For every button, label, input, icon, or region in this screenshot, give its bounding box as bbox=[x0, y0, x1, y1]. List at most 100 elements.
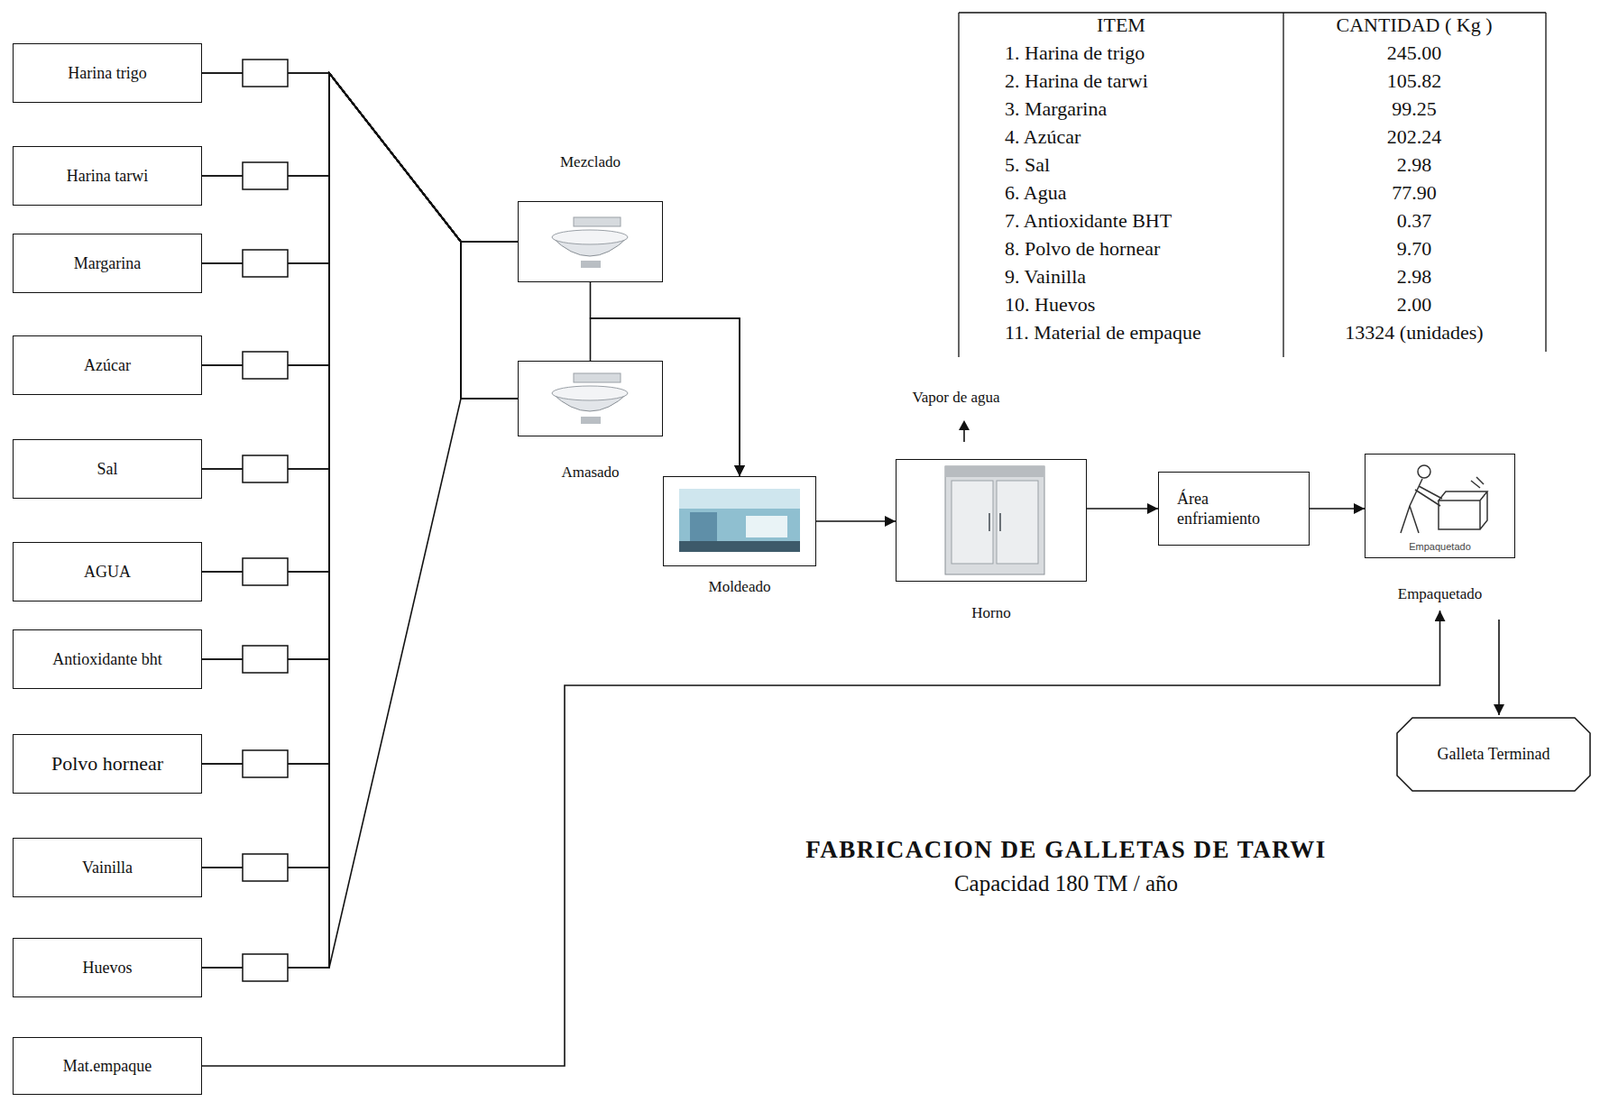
connector bbox=[202, 73, 518, 366]
input-box: Azúcar bbox=[12, 335, 203, 396]
note-label: Vapor de agua bbox=[911, 388, 1000, 407]
table-cell: 2. Harina de tarwi bbox=[1004, 69, 1149, 93]
table-cell: 77.90 bbox=[1391, 181, 1437, 205]
connector bbox=[202, 73, 518, 968]
oven-panel bbox=[945, 466, 1045, 478]
valve-box bbox=[242, 954, 288, 982]
input-label: Huevos bbox=[82, 958, 133, 978]
oven-door bbox=[996, 480, 1039, 564]
step-label: Moldeado bbox=[627, 578, 852, 597]
input-label: Azúcar bbox=[83, 356, 131, 376]
connector bbox=[202, 73, 518, 572]
input-box: Vainilla bbox=[12, 837, 203, 898]
package-marks bbox=[1471, 477, 1484, 488]
step-label: Empaquetado bbox=[1329, 585, 1551, 604]
input-label: Margarina bbox=[73, 254, 142, 274]
input-box: Mat.empaque bbox=[12, 1037, 203, 1095]
input-box: Polvo hornear bbox=[12, 734, 203, 794]
mixer-arm bbox=[573, 373, 621, 383]
table-cell: 3. Margarina bbox=[1004, 97, 1107, 121]
connector bbox=[202, 73, 518, 968]
table-cell: 245.00 bbox=[1387, 41, 1443, 65]
valve-box bbox=[242, 351, 288, 379]
table-cell: 9.70 bbox=[1397, 237, 1433, 261]
table-cell: 11. Material de empaque bbox=[1004, 321, 1202, 345]
connector bbox=[202, 73, 518, 660]
connector bbox=[1086, 507, 1159, 510]
process-box: Moldeado bbox=[662, 476, 817, 567]
table-cell: 0.37 bbox=[1397, 209, 1433, 233]
input-label: Vainilla bbox=[82, 858, 133, 878]
connector bbox=[202, 73, 518, 242]
oven-body bbox=[945, 466, 1045, 575]
octagon-shape bbox=[1397, 717, 1591, 791]
input-label: Harina trigo bbox=[67, 64, 147, 83]
connector bbox=[202, 73, 518, 660]
mixer-base bbox=[580, 260, 601, 268]
valve-box bbox=[242, 854, 288, 882]
step-label: Mezclado bbox=[482, 153, 699, 172]
plant-photo-ceiling bbox=[679, 488, 800, 509]
connector bbox=[202, 73, 518, 242]
plant-photo-floor bbox=[679, 541, 800, 552]
table-cell: 7. Antioxidante BHT bbox=[1004, 209, 1172, 233]
oven-handle bbox=[988, 513, 991, 532]
connector bbox=[202, 73, 518, 868]
plant-photo-machine bbox=[689, 512, 718, 543]
diagram-title: FABRICACION DE GALLETAS DE TARWI bbox=[805, 836, 1327, 865]
table-cell: 2.98 bbox=[1397, 153, 1433, 177]
table-header: ITEM bbox=[1096, 13, 1146, 37]
table-cell: 105.82 bbox=[1387, 69, 1443, 93]
table-cell: 2.98 bbox=[1397, 265, 1433, 289]
step-label: Amasado bbox=[482, 463, 699, 482]
process-label: Área enfriamiento bbox=[1177, 488, 1284, 530]
connector bbox=[202, 73, 518, 469]
input-label: Sal bbox=[96, 459, 118, 479]
connector bbox=[202, 73, 518, 764]
mixer-base bbox=[580, 416, 601, 424]
table-rule bbox=[1282, 12, 1284, 358]
input-box: Harina trigo bbox=[12, 43, 203, 103]
mixer-rim bbox=[551, 386, 628, 401]
terminal-octagon: Galleta Terminad bbox=[1396, 717, 1591, 792]
connector bbox=[1309, 507, 1365, 510]
table-rule bbox=[958, 11, 1546, 13]
connector bbox=[202, 73, 518, 264]
worker-head bbox=[1417, 465, 1431, 479]
process-box: Mezclado bbox=[517, 201, 663, 283]
table-header: CANTIDAD ( Kg ) bbox=[1336, 13, 1493, 37]
step-label: Horno bbox=[860, 604, 1122, 623]
oven-door bbox=[951, 480, 994, 564]
connector bbox=[1498, 619, 1500, 716]
table-cell: 4. Azúcar bbox=[1004, 125, 1081, 149]
process-box: Área enfriamiento bbox=[1158, 471, 1310, 546]
valve-box bbox=[242, 455, 288, 483]
process-box: Amasado bbox=[517, 360, 663, 437]
worker-body bbox=[1400, 478, 1443, 534]
input-label: AGUA bbox=[83, 562, 131, 582]
table-cell: 9. Vainilla bbox=[1004, 265, 1086, 289]
table-cell: 1. Harina de trigo bbox=[1004, 41, 1145, 65]
plant-photo-table bbox=[745, 515, 788, 538]
input-box: Harina tarwi bbox=[12, 146, 203, 206]
table-rule bbox=[957, 12, 959, 358]
table-cell: 8. Polvo de hornear bbox=[1004, 237, 1160, 261]
connector bbox=[202, 73, 518, 469]
table-cell: 2.00 bbox=[1397, 293, 1433, 317]
connector bbox=[202, 73, 518, 399]
valve-box bbox=[242, 558, 288, 586]
valve-box bbox=[242, 645, 288, 673]
table-cell: 13324 (unidades) bbox=[1344, 321, 1483, 345]
input-box: AGUA bbox=[12, 542, 203, 602]
package-box bbox=[1438, 491, 1488, 530]
table-cell: 202.24 bbox=[1387, 125, 1443, 149]
valve-box bbox=[242, 59, 288, 87]
process-box: EmpaquetadoEmpaquetado bbox=[1364, 453, 1516, 559]
connector bbox=[202, 73, 518, 868]
connector bbox=[202, 73, 518, 399]
diagram-caption: Capacidad 180 TM / año bbox=[954, 871, 1178, 897]
table-rule bbox=[1544, 12, 1546, 352]
process-box: Horno bbox=[895, 459, 1087, 582]
valve-box bbox=[242, 750, 288, 778]
